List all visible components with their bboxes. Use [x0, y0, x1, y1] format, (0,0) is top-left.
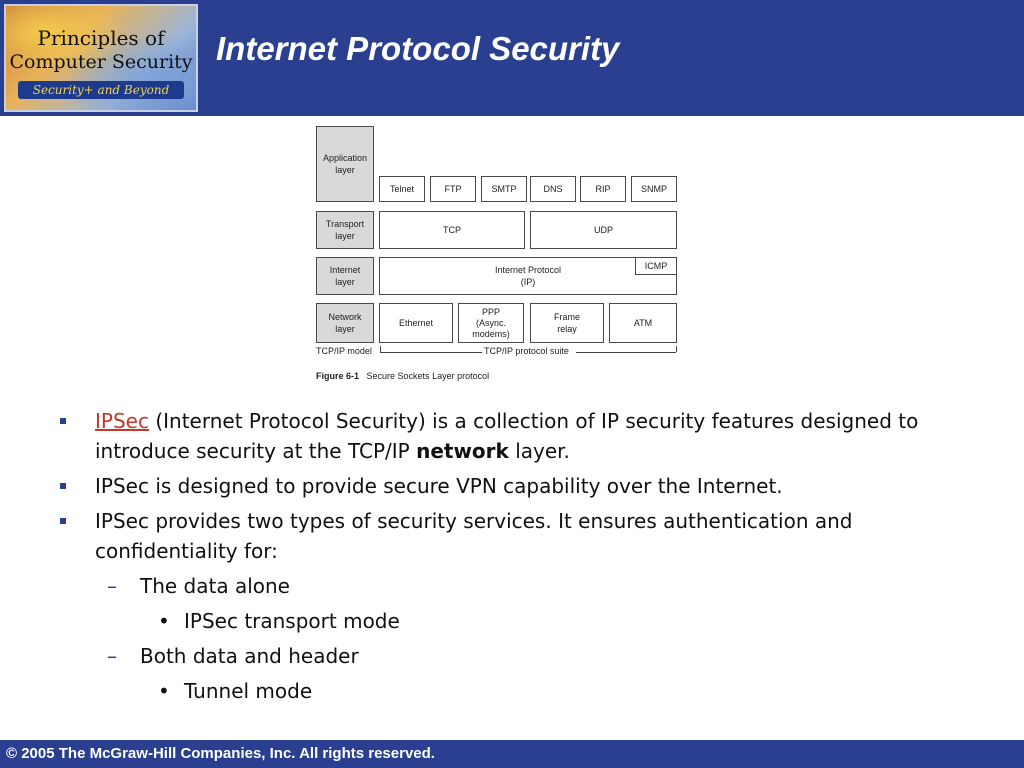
ip-label-line-2: (IP): [520, 277, 536, 287]
dot-bullet: •: [158, 679, 170, 703]
frame-relay-line-2: relay: [557, 324, 577, 334]
suite-bracket-right: [676, 346, 677, 352]
snmp-box: SNMP: [631, 176, 677, 202]
sub-bullet-text: The data alone: [140, 574, 290, 598]
figure-caption-number: Figure 6-1: [316, 371, 360, 381]
dot-bullet: •: [158, 609, 170, 633]
bullet-bold-text: network: [416, 439, 509, 463]
network-layer-box: Network layer: [316, 303, 374, 343]
ppp-box: PPP (Async. modems): [458, 303, 524, 343]
application-layer-box: Application layer: [316, 126, 374, 202]
copyright-text: © 2005 The McGraw-Hill Companies, Inc. A…: [6, 745, 435, 762]
sub-sub-bullet-tunnel-mode: • Tunnel mode: [60, 676, 990, 706]
logo-line-1: Principles of: [37, 26, 165, 50]
slide-header: Principles of Computer Security Security…: [0, 0, 1024, 116]
internet-layer-label: Internet layer: [329, 265, 361, 287]
square-bullet: [60, 518, 66, 524]
slide-title: Internet Protocol Security: [216, 30, 620, 67]
ip-label-line-1: Internet Protocol: [494, 265, 562, 275]
ppp-label-line-3: modems): [472, 328, 510, 339]
bullet-services: IPSec provides two types of security ser…: [60, 506, 990, 566]
bullet-text: IPSec is designed to provide secure VPN …: [95, 474, 783, 498]
suite-bracket-left: [380, 346, 381, 352]
bullet-text-end: layer.: [508, 439, 570, 463]
bullet-text: (Internet Protocol Security) is a collec…: [95, 409, 919, 463]
suite-line-left: [380, 352, 482, 353]
transport-layer-box: Transport layer: [316, 211, 374, 249]
square-bullet: [60, 483, 66, 489]
tcpip-suite-label: TCP/IP protocol suite: [484, 346, 569, 356]
ip-box: Internet Protocol (IP): [379, 257, 677, 295]
ppp-label-line-2: (Async.: [475, 317, 506, 328]
network-layer-label: Network layer: [328, 312, 362, 334]
smtp-box: SMTP: [481, 176, 527, 202]
logo-line-2: Computer Security: [9, 51, 193, 73]
slide-footer: © 2005 The McGraw-Hill Companies, Inc. A…: [0, 740, 1024, 768]
application-layer-label: Application layer: [323, 153, 368, 175]
dns-box: DNS: [530, 176, 576, 202]
tcpip-model-label: TCP/IP model: [316, 346, 372, 356]
sub-sub-bullet-transport-mode: • IPSec transport mode: [60, 606, 990, 636]
tcpip-diagram: Application layer Transport layer Intern…: [312, 124, 684, 392]
icmp-box: ICMP: [635, 257, 677, 275]
ftp-box: FTP: [430, 176, 476, 202]
frame-relay-line-1: Frame: [553, 312, 580, 322]
sub-bullet-data-alone: – The data alone: [60, 571, 990, 601]
dash-bullet: –: [107, 644, 117, 668]
atm-box: ATM: [609, 303, 677, 343]
ipsec-link[interactable]: IPSec: [95, 409, 149, 433]
suite-line-right: [576, 352, 676, 353]
sub-bullet-text: Both data and header: [140, 644, 359, 668]
book-logo: Principles of Computer Security Security…: [4, 4, 198, 112]
udp-box: UDP: [530, 211, 677, 249]
bullet-vpn: IPSec is designed to provide secure VPN …: [60, 471, 990, 501]
frame-relay-box: Frame relay: [530, 303, 604, 343]
telnet-box: Telnet: [379, 176, 425, 202]
sub-bullet-data-header: – Both data and header: [60, 641, 990, 671]
internet-layer-box: Internet layer: [316, 257, 374, 295]
rip-box: RIP: [580, 176, 626, 202]
transport-layer-label: Transport layer: [325, 219, 365, 241]
dash-bullet: –: [107, 574, 117, 598]
logo-tagline: Security+ and Beyond: [18, 81, 184, 99]
ppp-label-line-1: PPP: [481, 306, 500, 317]
bullet-ipsec-definition: IPSec (Internet Protocol Security) is a …: [60, 406, 990, 466]
square-bullet: [60, 418, 66, 424]
bullet-text: IPSec provides two types of security ser…: [95, 509, 853, 563]
figure-caption: Figure 6-1 Secure Sockets Layer protocol: [316, 371, 489, 381]
sub-sub-bullet-text: IPSec transport mode: [184, 609, 400, 633]
figure-caption-text: Secure Sockets Layer protocol: [366, 371, 490, 381]
tcp-box: TCP: [379, 211, 525, 249]
bullet-list: IPSec (Internet Protocol Security) is a …: [60, 406, 990, 711]
ethernet-box: Ethernet: [379, 303, 453, 343]
sub-sub-bullet-text: Tunnel mode: [184, 679, 313, 703]
